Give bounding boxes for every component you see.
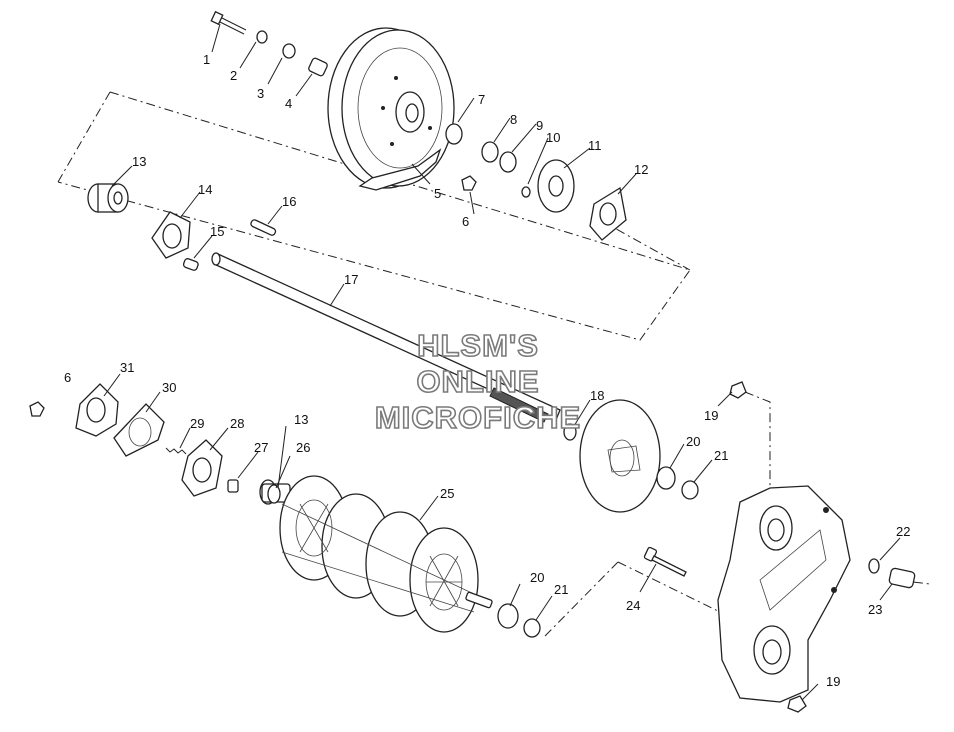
callout-14: 14 (198, 182, 212, 197)
plug-part-23 (888, 567, 916, 589)
cap-part-21-lower (523, 618, 541, 638)
callout-10: 10 (546, 130, 560, 145)
watermark-line-3: MICROFICHE (375, 400, 581, 435)
callout-17: 17 (344, 272, 358, 287)
bearing-flange-part-12 (589, 186, 627, 241)
callout-21-lower: 21 (554, 582, 568, 597)
bolt-part-15 (182, 258, 199, 271)
watermark-line-1: HLSM'S (417, 328, 539, 363)
callout-20-lower: 20 (530, 570, 544, 585)
key-part-16 (250, 219, 277, 236)
washer-part-2 (256, 30, 268, 44)
leader-lines (103, 23, 901, 701)
callout-19-bottom: 19 (826, 674, 840, 689)
callout-25: 25 (440, 486, 454, 501)
callout-9: 9 (536, 118, 543, 133)
callout-13-lower: 13 (294, 412, 308, 427)
callout-1: 1 (203, 52, 210, 67)
watermark: HLSM'S ONLINE MICROFICHE (374, 327, 581, 436)
chaincase-housing (717, 485, 851, 703)
callout-21-upper: 21 (714, 448, 728, 463)
spacer-part-4 (308, 57, 328, 77)
callout-18: 18 (590, 388, 604, 403)
snap-ring-part-7 (445, 123, 463, 145)
callout-23: 23 (868, 602, 882, 617)
bolt-part-27 (227, 479, 239, 493)
callout-30: 30 (162, 380, 176, 395)
callout-19-top: 19 (704, 408, 718, 423)
callout-28: 28 (230, 416, 244, 431)
flange-plate-part-11 (537, 159, 575, 213)
nut-part-19-top (729, 381, 747, 399)
callout-6-top: 6 (462, 214, 469, 229)
bearing-plate-part-31 (75, 383, 119, 437)
callout-12: 12 (634, 162, 648, 177)
callout-31: 31 (120, 360, 134, 375)
callout-3: 3 (257, 86, 264, 101)
callout-4: 4 (285, 96, 292, 111)
callout-22: 22 (896, 524, 910, 539)
callout-26: 26 (296, 440, 310, 455)
gasket-part-30 (113, 403, 165, 457)
washer-part-22 (868, 558, 880, 574)
ring-part-9 (499, 151, 517, 173)
bolt-part-1 (210, 10, 247, 35)
callout-8: 8 (510, 112, 517, 127)
nut-part-6-top (461, 175, 477, 191)
bearing-flange-part-14 (151, 211, 191, 259)
callout-11: 11 (588, 138, 602, 153)
spring-part-29 (165, 447, 187, 455)
nut-part-6-lower (29, 401, 45, 417)
snap-ring-part-18 (563, 423, 577, 441)
callout-13-top: 13 (132, 154, 146, 169)
washer-part-10 (521, 186, 531, 198)
track-drive-assembly-part-25 (259, 475, 493, 633)
bearing-part-13-top (87, 183, 129, 213)
seal-part-20-lower (497, 603, 519, 629)
callout-labels: 1 2 3 4 5 7 8 9 10 11 12 6 13 14 15 16 1… (64, 52, 910, 689)
ring-part-8 (481, 141, 499, 163)
bolt-part-24 (643, 546, 687, 577)
callout-7: 7 (478, 92, 485, 107)
callout-15: 15 (210, 224, 224, 239)
watermark-line-2: ONLINE (416, 364, 539, 399)
callout-6-lower: 6 (64, 370, 71, 385)
callout-16: 16 (282, 194, 296, 209)
callout-20-upper: 20 (686, 434, 700, 449)
driven-pulley-part-5 (327, 27, 455, 191)
bearing-flange-part-28 (181, 439, 223, 497)
nut-part-19-bottom (787, 695, 807, 713)
seal-part-20-upper (656, 466, 676, 490)
drive-disc-plate (579, 399, 661, 513)
callout-24: 24 (626, 598, 640, 613)
callout-29: 29 (190, 416, 204, 431)
lock-washer-part-3 (282, 43, 296, 59)
callout-2: 2 (230, 68, 237, 83)
driveshaft-part-17 (211, 252, 561, 423)
cap-part-21-upper (681, 480, 699, 500)
callout-5: 5 (434, 186, 441, 201)
callout-27: 27 (254, 440, 268, 455)
seal-part-26 (267, 484, 281, 504)
